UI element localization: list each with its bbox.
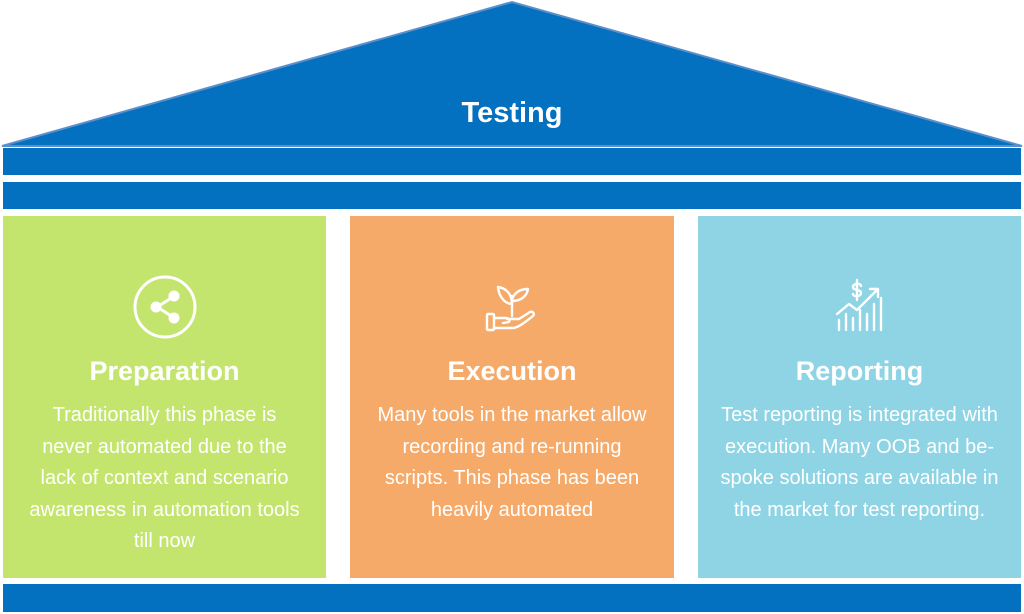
roof-title: Testing: [461, 97, 563, 129]
pillar-reporting: Reporting Test reporting is integrated w…: [698, 216, 1021, 578]
pillar-description: Test reporting is integrated with execut…: [720, 404, 999, 521]
base-foundation: [3, 584, 1021, 612]
pillar-preparation: Preparation Traditionally this phase is …: [3, 216, 326, 578]
beam-top: [3, 148, 1021, 175]
pillar-title: Reporting: [795, 356, 924, 386]
pillar-title: Execution: [447, 356, 577, 386]
beam-second: [3, 182, 1021, 209]
share-icon: [133, 275, 196, 339]
pillar-execution: Execution Many tools in the market allow…: [350, 216, 674, 578]
pillar-title: Preparation: [89, 356, 240, 386]
pillar-description: Traditionally this phase is never automa…: [29, 404, 300, 552]
pillar-description: Many tools in the market allow recording…: [377, 404, 647, 521]
roof-triangle: [1, 0, 1023, 147]
growth-chart-icon: [835, 278, 882, 332]
hand-sprout-icon: [485, 285, 535, 332]
